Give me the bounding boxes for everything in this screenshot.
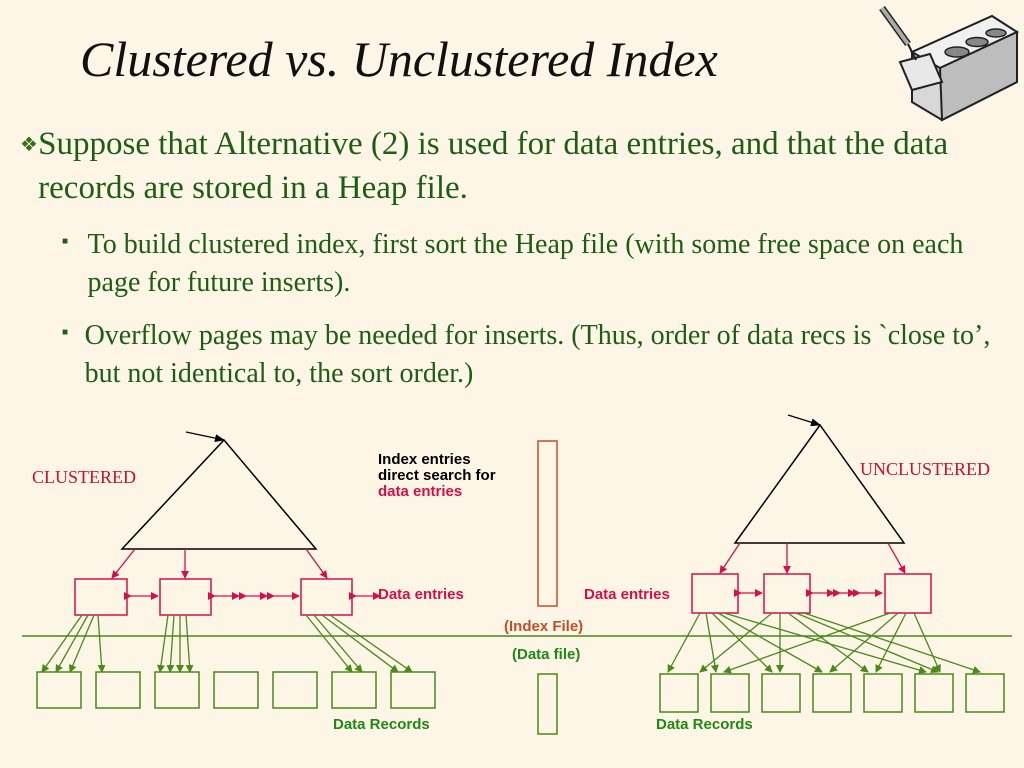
index-file-bar <box>537 440 558 607</box>
unclustered-data-record-page <box>914 673 954 713</box>
unclustered-index-tree <box>733 423 906 544</box>
bullet-main-text: Suppose that Alternative (2) is used for… <box>38 126 949 206</box>
clustered-data-entry-page <box>300 578 353 616</box>
clustered-data-record-page <box>95 671 141 709</box>
unclustered-label: UNCLUSTERED <box>860 459 990 479</box>
data-file-bar <box>537 673 558 735</box>
clustered-data-entry-page <box>159 578 212 616</box>
square-bullet-icon: ■ <box>62 236 69 247</box>
data-file-label: (Data file) <box>512 646 581 663</box>
index-entries-note: Index entries direct search for data ent… <box>378 452 496 500</box>
data-records-right-label: Data Records <box>656 716 753 733</box>
clustered-data-entry-page <box>74 578 128 616</box>
clustered-data-record-page <box>390 671 436 709</box>
data-entries-right-label: Data entries <box>584 586 670 603</box>
clustered-root-pointer <box>185 431 225 443</box>
slide-title: Clustered vs. Unclustered Index <box>80 31 718 87</box>
index-entries-line1: Index entries <box>378 451 471 468</box>
clustered-data-record-page <box>154 671 200 709</box>
sub-bullet-2-text: Overflow pages may be needed for inserts… <box>84 320 991 389</box>
data-records-left-label: Data Records <box>333 716 430 733</box>
unclustered-data-entry-page <box>691 573 739 614</box>
unclustered-data-record-page <box>812 673 852 713</box>
clustered-label: CLUSTERED <box>32 467 137 487</box>
sub-bullet-1-text: To build clustered index, first sort the… <box>87 229 964 298</box>
trowel-brick-icon <box>879 5 1020 122</box>
unclustered-data-record-page <box>761 673 801 713</box>
unclustered-data-entry-page <box>884 573 932 614</box>
index-file-label: (Index File) <box>504 618 584 635</box>
bullet-main: ❖ Suppose that Alternative (2) is used f… <box>20 122 980 210</box>
sub-bullet-2: ■ Overflow pages may be needed for inser… <box>62 317 1002 393</box>
unclustered-root-pointer <box>787 414 821 427</box>
unclustered-data-record-page <box>659 673 699 713</box>
unclustered-data-record-page <box>710 673 750 713</box>
unclustered-data-entry-page <box>763 573 811 614</box>
clustered-data-record-page <box>213 671 259 709</box>
sub-bullet-1: ■ To build clustered index, first sort t… <box>62 226 1002 302</box>
square-bullet-icon: ■ <box>62 327 69 338</box>
clustered-data-record-page <box>36 671 82 709</box>
clustered-data-record-page <box>331 671 377 709</box>
unclustered-data-record-page <box>965 673 1005 713</box>
index-entries-line3: data entries <box>378 483 463 500</box>
clustered-index-tree <box>120 438 318 550</box>
unclustered-data-record-page <box>863 673 903 713</box>
clustered-data-record-page <box>272 671 318 709</box>
data-entries-left-label: Data entries <box>378 586 464 603</box>
diamond-bullet-icon: ❖ <box>20 134 38 156</box>
index-entries-line2: direct search for <box>378 467 496 484</box>
